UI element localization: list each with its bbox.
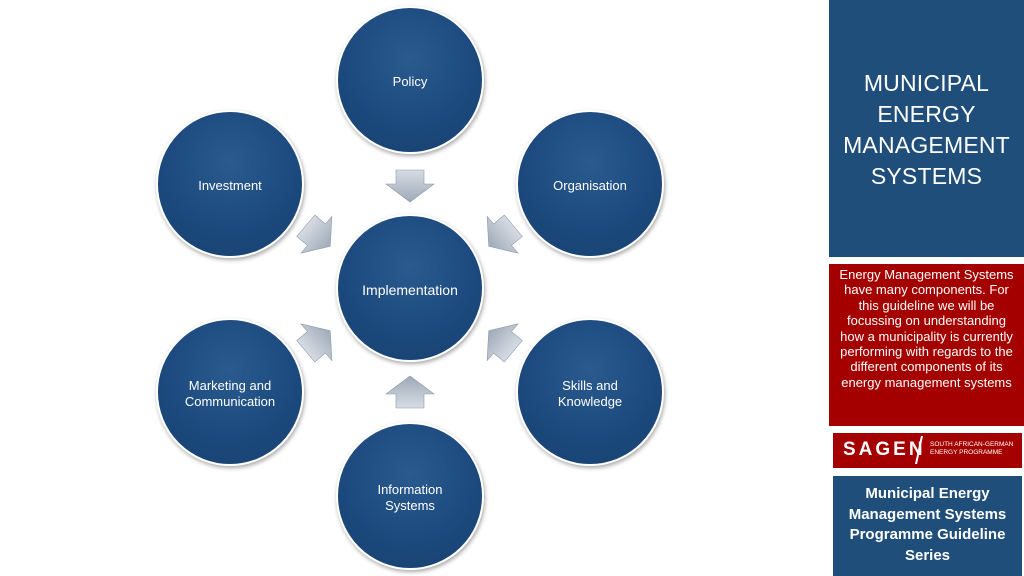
sidebar-title-line: MUNICIPAL	[863, 70, 990, 96]
sidebar-title-panel: MUNICIPAL ENERGY MANAGEMENT SYSTEMS	[829, 0, 1024, 257]
node-implementation-label: Implementation	[362, 282, 458, 298]
node-marketing-label-line2: Communication	[184, 394, 276, 409]
sidebar-title-line: ENERGY	[877, 101, 976, 127]
node-implementation: Implementation	[336, 214, 484, 362]
node-skills: Skills and Knowledge	[516, 318, 664, 466]
arrows-layer	[296, 169, 523, 409]
node-information-label-line1: Information	[377, 482, 443, 497]
node-organisation-label: Organisation	[553, 178, 627, 193]
arrow-organisation-to-implementation	[486, 214, 523, 254]
node-policy-label: Policy	[392, 74, 428, 89]
sidebar-title: MUNICIPAL ENERGY MANAGEMENT SYSTEMS	[829, 68, 1024, 192]
node-information: Information Systems	[336, 422, 484, 570]
node-skills-label-line1: Skills and	[562, 378, 618, 393]
sagen-logo-word: SAGEN	[843, 439, 926, 460]
sidebar-title-line: MANAGEMENT	[843, 132, 1010, 158]
sagen-logo-subtitle-line: ENERGY PROGRAMME	[930, 449, 1003, 456]
sagen-logo-subtitle: SOUTH AFRICAN-GERMAN ENERGY PROGRAMME	[930, 441, 1020, 457]
sagen-logo-subtitle-line: SOUTH AFRICAN-GERMAN	[930, 441, 1014, 448]
node-marketing: Marketing and Communication	[156, 318, 304, 466]
arrow-information-to-implementation	[385, 375, 435, 409]
arrow-skills-to-implementation	[486, 323, 523, 363]
arrow-investment-to-implementation	[296, 214, 333, 254]
node-organisation: Organisation	[516, 110, 664, 258]
arrow-marketing-to-implementation	[296, 323, 333, 363]
description-box: Energy Management Systems have many comp…	[829, 264, 1024, 426]
node-marketing-label-line1: Marketing and	[188, 378, 272, 393]
node-investment-label: Investment	[198, 178, 262, 193]
node-skills-label-line2: Knowledge	[557, 394, 623, 409]
node-investment: Investment	[156, 110, 304, 258]
sagen-logo: SAGEN SOUTH AFRICAN-GERMAN ENERGY PROGRA…	[833, 433, 1022, 468]
sidebar-title-line: SYSTEMS	[870, 163, 983, 189]
component-diagram: Policy Investment Organisation Implement…	[156, 6, 664, 570]
node-policy: Policy	[336, 6, 484, 154]
node-information-label-line2: Systems	[385, 498, 435, 513]
arrow-policy-to-implementation	[385, 169, 435, 203]
series-box: Municipal Energy Management Systems Prog…	[833, 476, 1022, 576]
